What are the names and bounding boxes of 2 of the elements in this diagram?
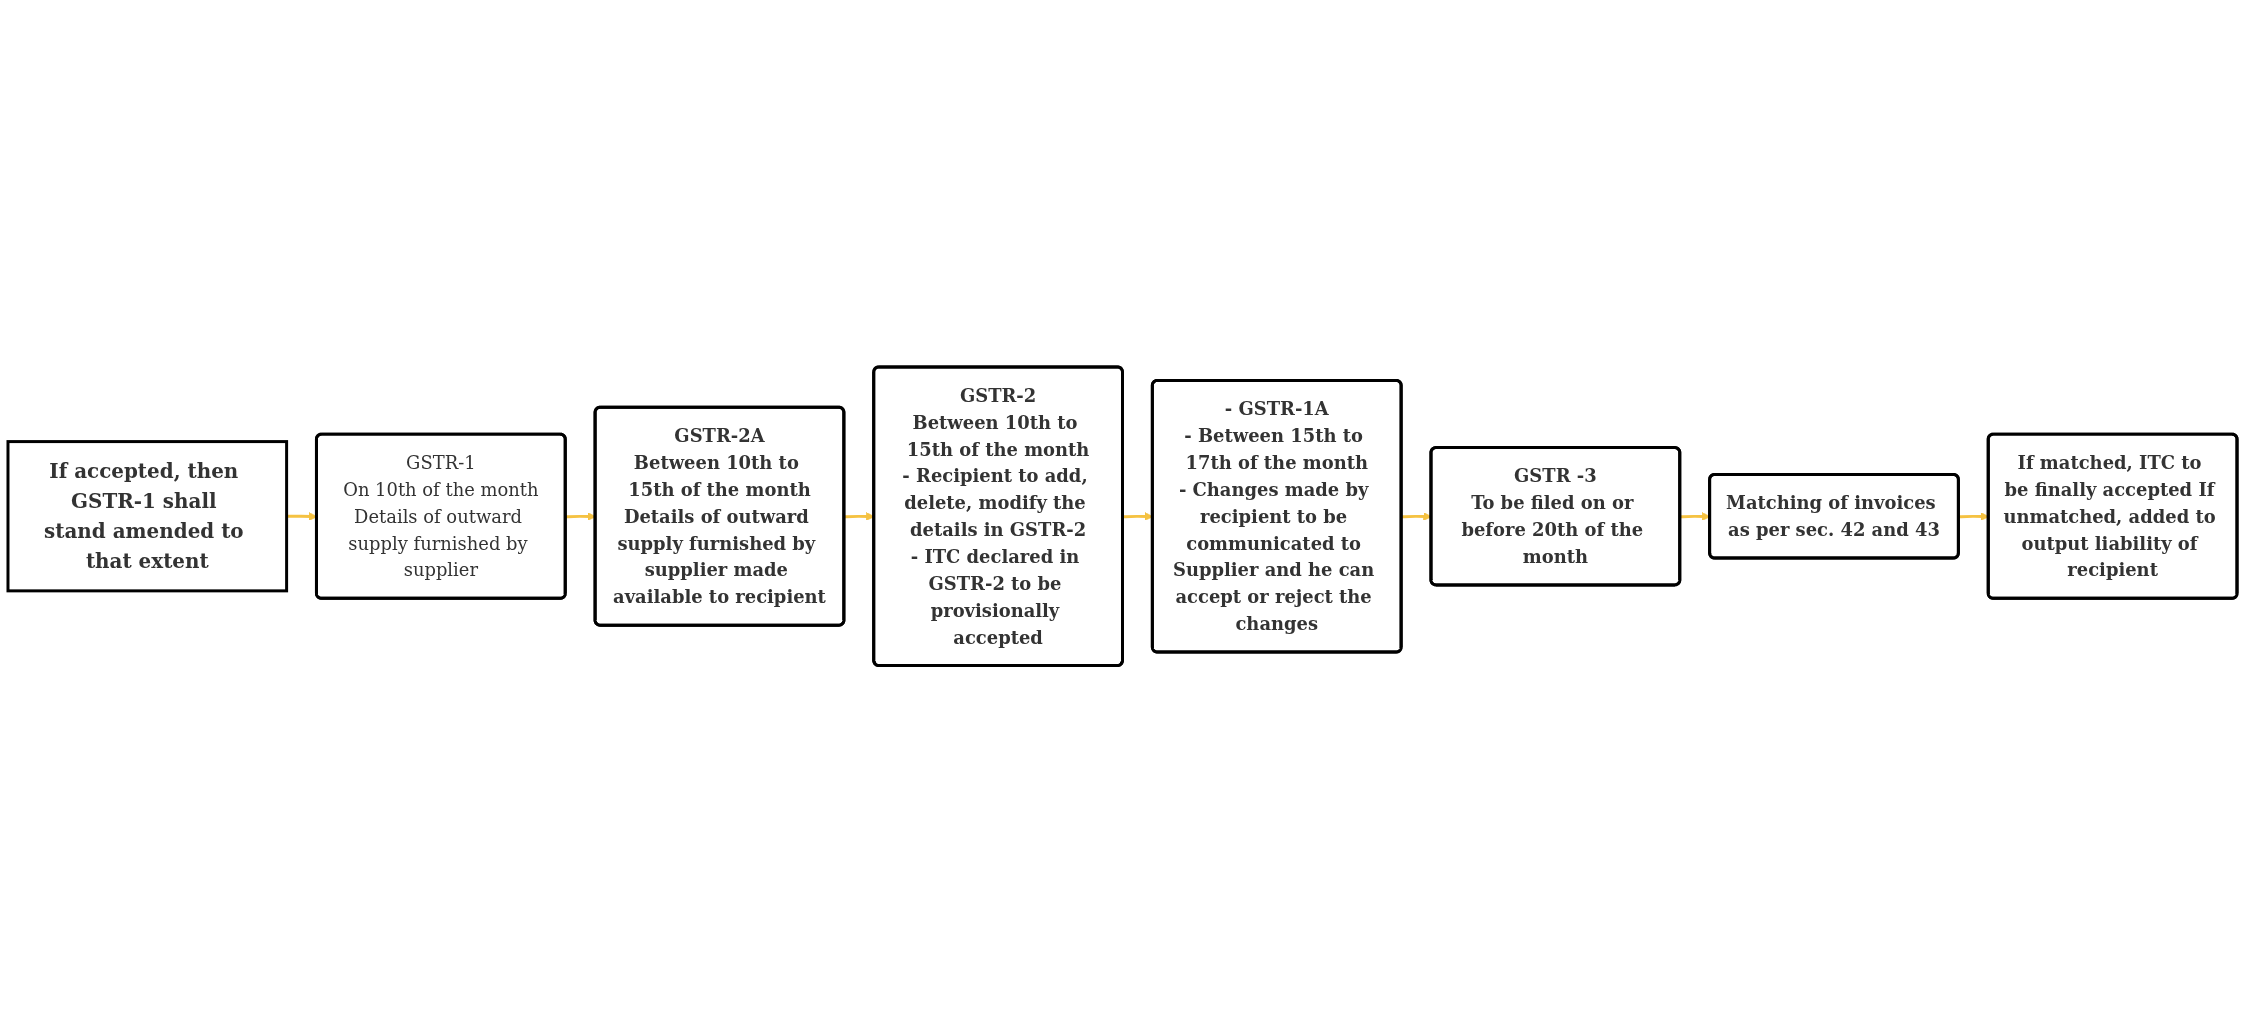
arrow [565,512,596,522]
node-box: If accepted, then GSTR-1 shall stand amended to that extent [6,440,289,593]
